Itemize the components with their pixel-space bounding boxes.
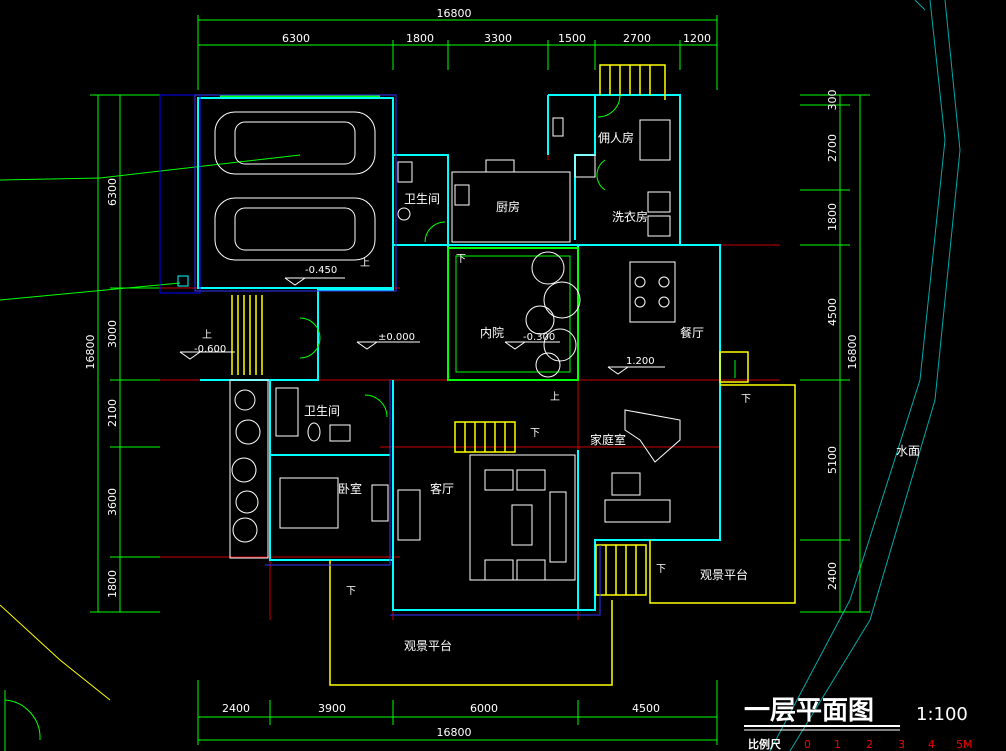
dim-top-6: 1200 [683,32,711,45]
room-family: 家庭室 [590,432,626,447]
dim-right-4: 4500 [826,298,839,326]
dim-right-1: 300 [826,90,839,111]
deck-right: 观景平台 [700,567,748,582]
dim-left-4: 3600 [106,488,119,516]
dim-left-5: 1800 [106,570,119,598]
dim-bottom-4: 4500 [632,702,660,715]
level-courtyard: -0.300 [523,332,555,343]
dim-bottom-2: 3900 [318,702,346,715]
scale-tick-5: 5M [956,738,973,751]
dim-left-total: 16800 [84,335,97,370]
level-dining: 1.200 [626,356,655,367]
plan-scale: 1:100 [916,704,968,725]
stair-down-deck: 下 [656,564,666,575]
level-labels: -0.450 -0.600 ±0.000 -0.300 1.200 上 上 下 … [194,254,751,597]
scale-tick-0: 0 [804,738,811,751]
courtyard [447,247,581,381]
stair-up-courtyard: 上 [550,391,560,403]
doors [299,94,736,418]
room-servant: 佣人房 [598,130,634,145]
room-bath-lower: 卫生间 [304,404,340,418]
plan-title: 一层平面图 [744,696,874,726]
room-labels: 佣人房 卫生间 厨房 洗衣房 内院 餐厅 卫生间 家庭室 卧室 客厅 观景平台 … [304,130,920,653]
dim-right-6: 2400 [826,562,839,590]
dim-bottom-total: 16800 [437,726,472,739]
level-entry: -0.600 [194,344,226,355]
level-hall: ±0.000 [378,332,415,343]
dim-top-3: 3300 [484,32,512,45]
dim-left-1: 6300 [106,178,119,206]
stair-down-dining: 下 [741,394,751,405]
scale-tick-3: 3 [898,738,905,751]
stair-down-living: 下 [530,428,540,439]
outline-blue [194,94,601,616]
furniture [469,261,681,581]
room-laundry: 洗衣房 [612,209,648,224]
stair-down-courtyard: 下 [456,254,466,265]
title-block: 一层平面图 1:100 比例尺 0 1 2 3 4 5M [744,696,973,751]
bedroom-wing [229,379,421,559]
dim-bottom-3: 6000 [470,702,498,715]
dim-top-5: 2700 [623,32,651,45]
level-garage: -0.450 [305,265,337,276]
dim-left-2: 3000 [106,320,119,348]
dim-right-total: 16800 [846,335,859,370]
dimension-text: 16800 6300 1800 3300 1500 2700 1200 2400… [84,7,859,739]
scale-tick-4: 4 [928,738,935,751]
dim-top-4: 1500 [558,32,586,45]
water-surface: 水面 [896,444,920,458]
dim-top-1: 6300 [282,32,310,45]
site-lines [0,0,961,751]
room-kitchen: 厨房 [496,199,520,214]
dim-top-2: 1800 [406,32,434,45]
room-courtyard: 内院 [480,326,504,340]
room-bath-upper: 卫生间 [404,192,440,206]
deck-bottom: 观景平台 [404,638,452,653]
stair-down-bedroom: 下 [346,586,356,597]
dim-right-5: 5100 [826,446,839,474]
kitchen-fixtures [397,117,671,243]
dim-right-3: 1800 [826,203,839,231]
dim-left-3: 2100 [106,399,119,427]
level-markers [179,277,665,375]
dim-right-2: 2700 [826,134,839,162]
room-living: 客厅 [430,481,454,496]
stair-up-entry: 上 [202,329,212,341]
dim-top-total: 16800 [437,7,472,20]
scale-tick-2: 2 [866,738,873,751]
terraces [231,64,796,686]
dimension-lines [90,15,870,745]
scale-bar-label: 比例尺 [748,737,781,751]
room-bedroom: 卧室 [338,481,362,496]
room-dining: 餐厅 [680,325,704,340]
dim-bottom-1: 2400 [222,702,250,715]
stair-up-garage: 上 [360,257,370,269]
scale-tick-1: 1 [834,738,841,751]
